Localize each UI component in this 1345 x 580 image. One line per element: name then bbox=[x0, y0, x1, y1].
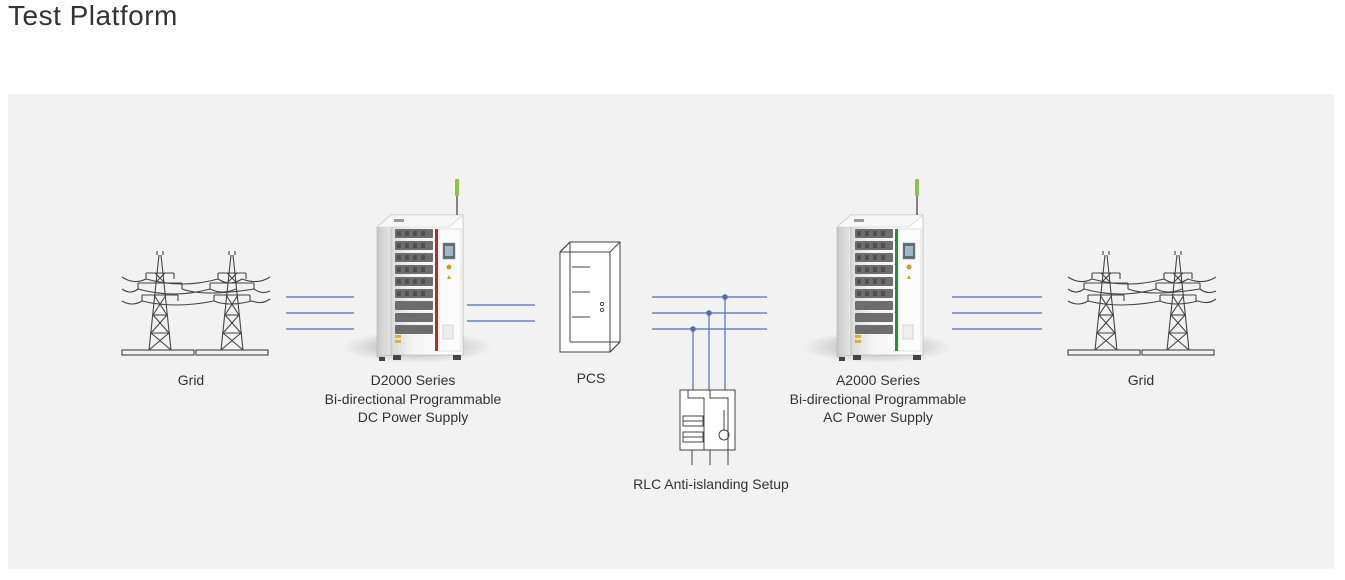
connection-nodes bbox=[690, 294, 728, 332]
dc-supply-label-line2: Bi-directional Programmable bbox=[324, 390, 502, 407]
ac-supply-label-line2: Bi-directional Programmable bbox=[789, 390, 967, 407]
ac-supply-label: A2000 Series Bi-directional Programmable… bbox=[758, 371, 998, 427]
dc-supply-label: D2000 Series Bi-directional Programmable… bbox=[293, 371, 533, 427]
cabinet-icon bbox=[801, 178, 953, 364]
grid-left-label-text: Grid bbox=[177, 372, 205, 388]
connection-grid-dc bbox=[286, 296, 354, 330]
grid-left-label: Grid bbox=[141, 371, 241, 390]
page-title: Test Platform bbox=[8, 0, 178, 31]
pcs-cabinet-icon bbox=[559, 241, 621, 353]
rlc-label: RLC Anti-islanding Setup bbox=[586, 475, 836, 494]
ac-supply-label-line1: A2000 Series bbox=[835, 372, 921, 388]
rlc-label-text: RLC Anti-islanding Setup bbox=[633, 476, 789, 492]
power-tower-icon bbox=[121, 250, 271, 356]
power-tower-icon bbox=[1067, 250, 1217, 356]
cabinet-icon bbox=[341, 178, 493, 364]
pcs-label: PCS bbox=[551, 369, 631, 388]
rlc-device-icon bbox=[679, 389, 736, 465]
dc-supply-label-line1: D2000 Series bbox=[370, 372, 456, 388]
grid-right-label: Grid bbox=[1091, 371, 1191, 390]
ac-supply-label-line3: AC Power Supply bbox=[823, 409, 933, 425]
connection-ac-grid bbox=[952, 296, 1042, 330]
connection-dc-pcs bbox=[467, 304, 535, 322]
connection-pcs-ac bbox=[652, 296, 767, 390]
dc-supply-label-line3: DC Power Supply bbox=[357, 409, 469, 425]
grid-right-label-text: Grid bbox=[1127, 372, 1155, 388]
pcs-label-text: PCS bbox=[576, 370, 606, 386]
